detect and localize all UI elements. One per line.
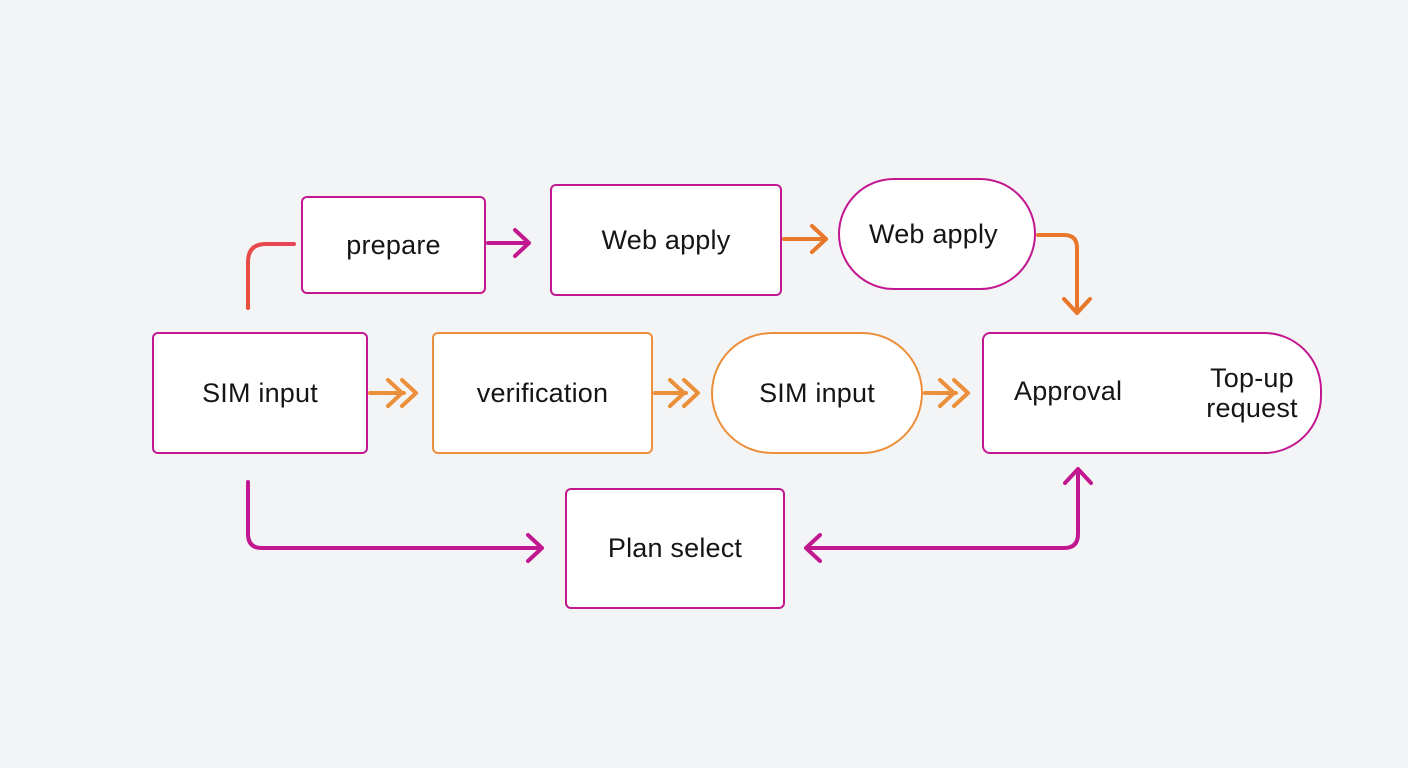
edge-approval-to-plan-select	[804, 467, 1093, 563]
edge-verification-to-sim-input	[653, 378, 700, 408]
node-label: verification	[476, 377, 609, 408]
node-sub-label: Top-up request	[1206, 363, 1298, 423]
edge-web-apply-to-approval	[1036, 233, 1092, 315]
node-web-apply-pill: Web apply	[838, 178, 1036, 290]
node-label: Web apply	[601, 224, 731, 255]
edge-prepare-to-web-apply	[486, 228, 531, 258]
node-verification: verification	[432, 332, 653, 454]
node-sim-input-pill: SIM input	[711, 332, 923, 454]
edge-sim-input-to-plan-select	[246, 480, 544, 563]
node-sim-input: SIM input	[152, 332, 368, 454]
node-label: Approval	[1014, 376, 1123, 406]
edge-web-apply-to-web-apply	[782, 224, 828, 254]
node-label: Plan select	[607, 533, 743, 563]
node-label: prepare	[346, 229, 441, 260]
edge-sim-input-to-prepare	[246, 242, 296, 310]
node-label: Web apply	[869, 218, 998, 249]
node-label: SIM input	[759, 377, 875, 408]
node-plan-select: Plan select	[565, 488, 785, 609]
edge-sim-input-to-approval	[923, 378, 970, 408]
node-label: SIM input	[202, 377, 318, 408]
node-web-apply: Web apply	[550, 184, 782, 296]
edge-sim-input-to-verification	[368, 378, 418, 408]
node-approval: Approval Top-up request	[982, 332, 1322, 454]
node-prepare: prepare	[301, 196, 486, 294]
